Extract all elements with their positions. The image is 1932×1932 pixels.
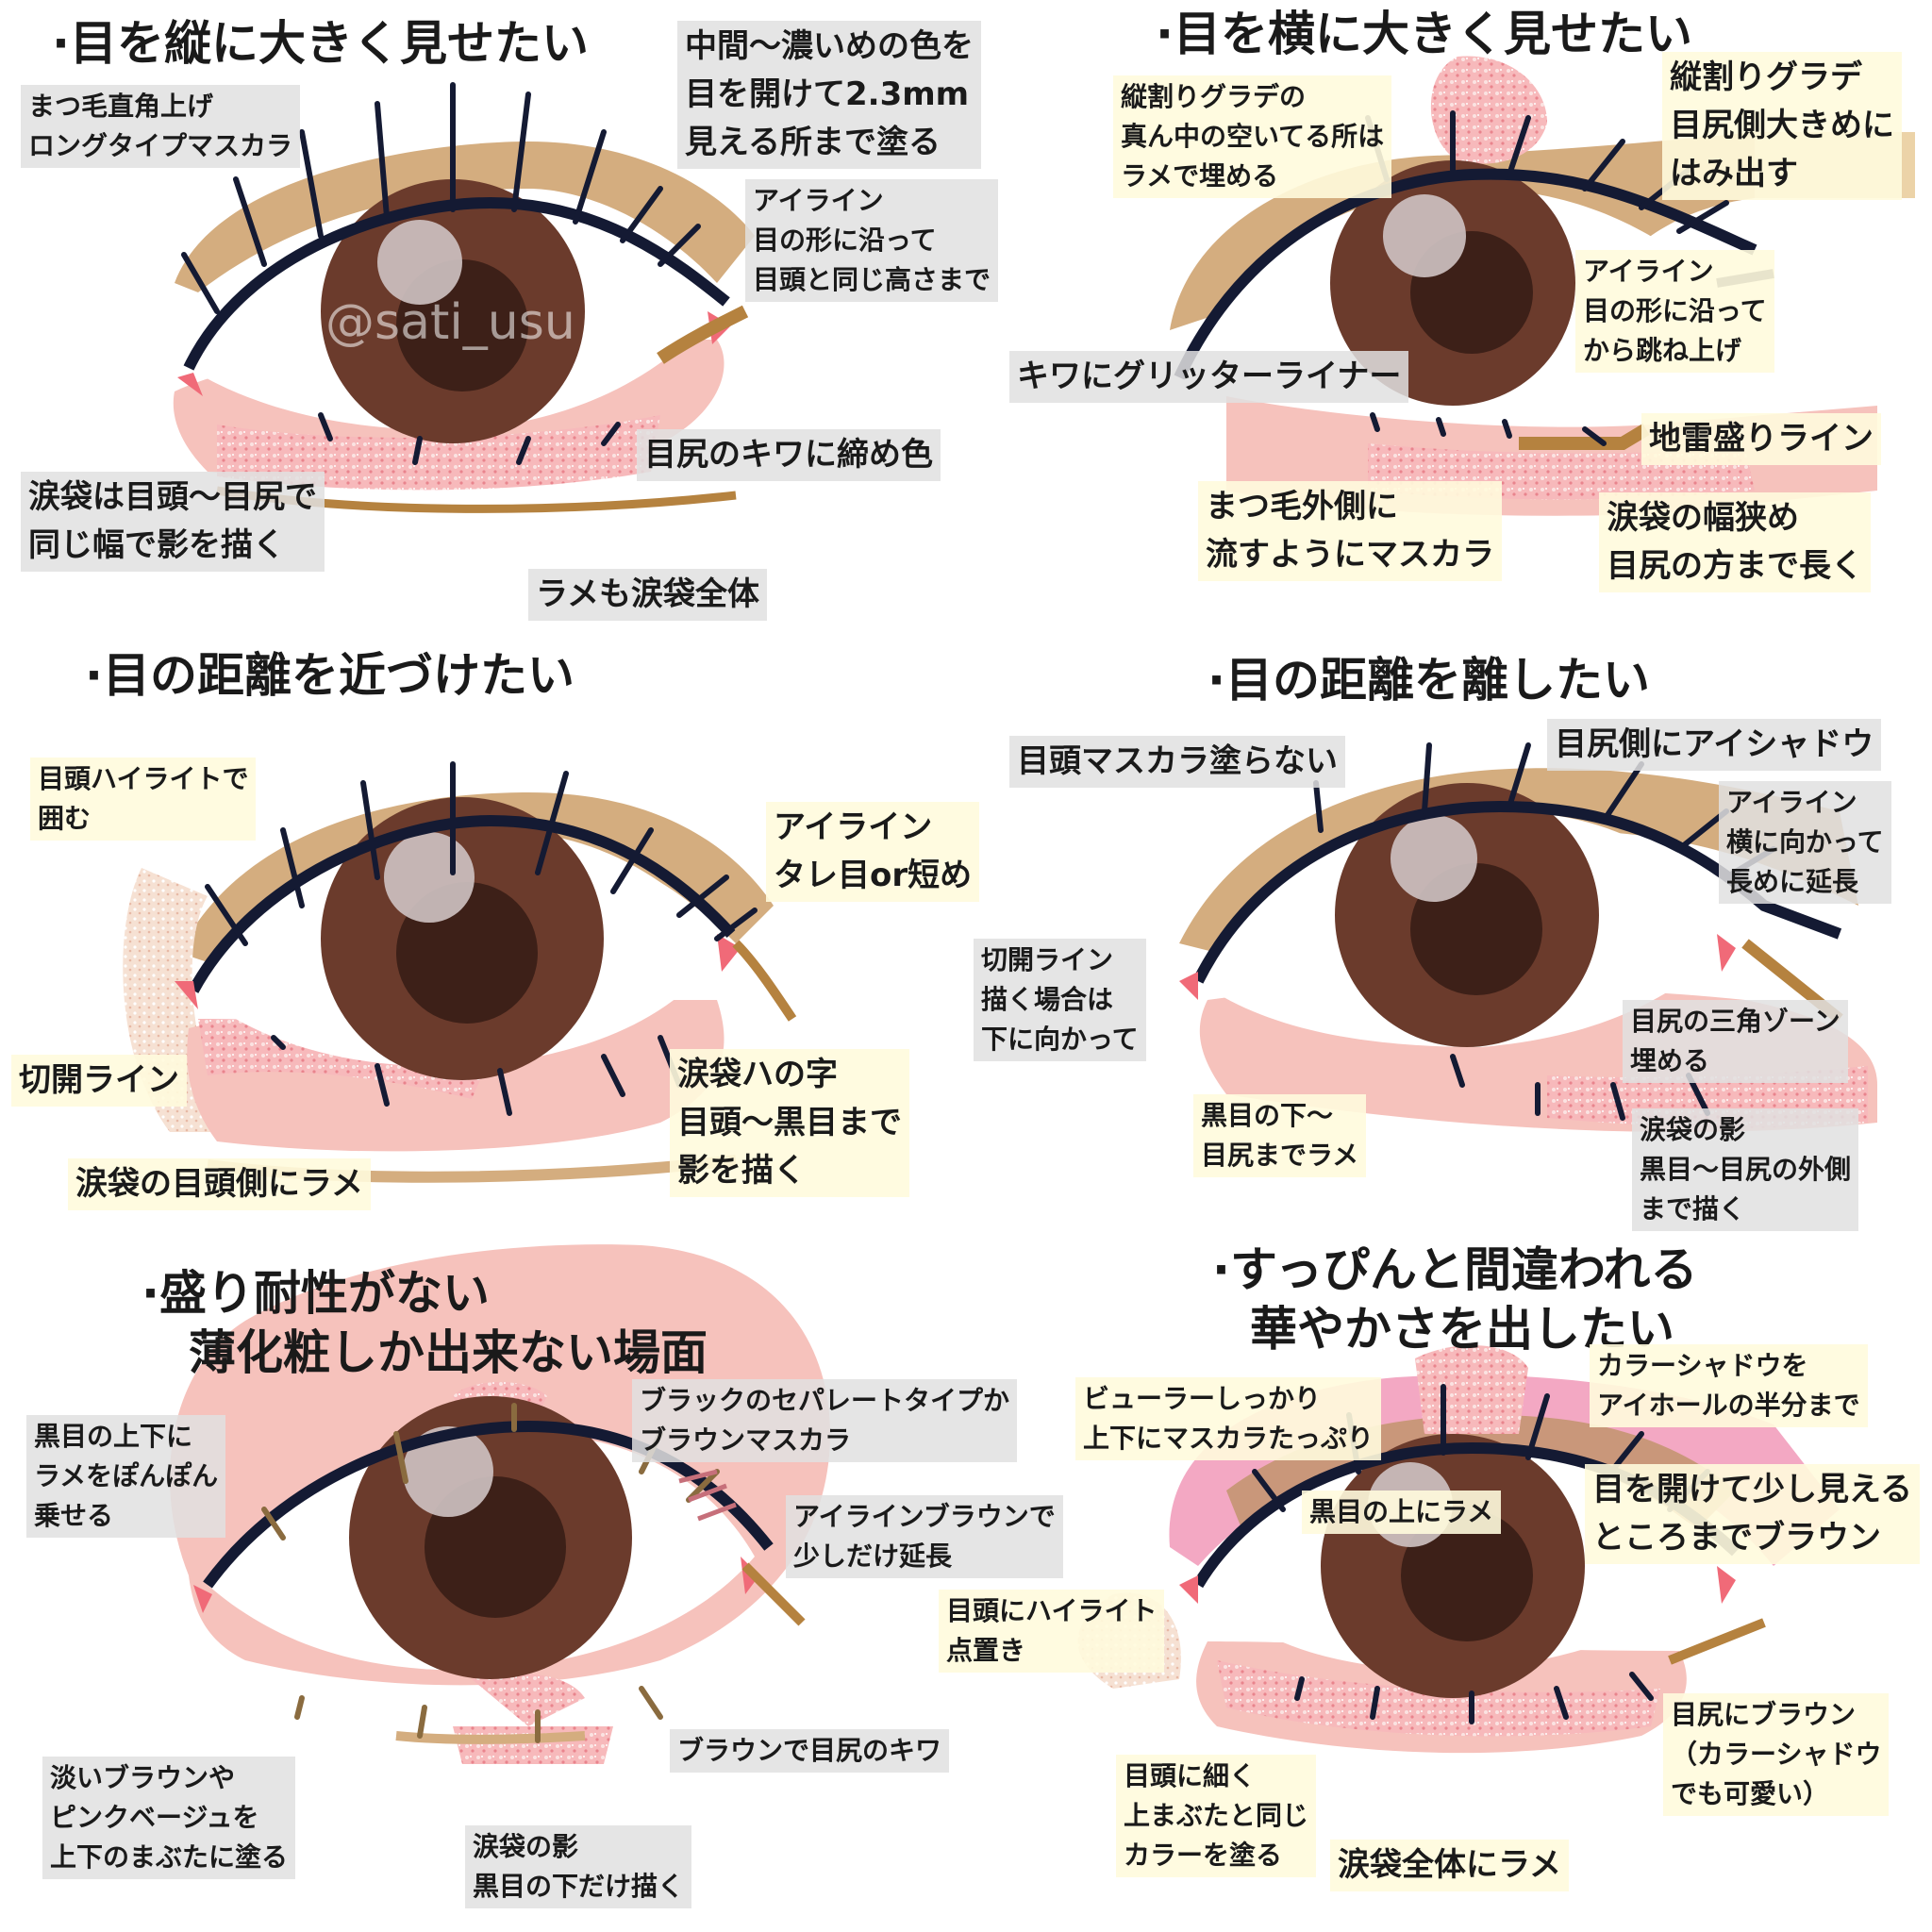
panel-5-label-glitter: 黒目の上下にラメをぽんぽん乗せる [26,1415,226,1538]
watermark: @sati_usu [325,294,575,351]
panel-2-label-tear-bag: 涙袋の幅狭め目尻の方まで長く [1599,492,1871,592]
panel-4-label-glitter: 黒目の下〜目尻までラメ [1193,1094,1367,1177]
panel-5-label-eyeliner: アイラインブラウンで少しだけ延長 [786,1495,1063,1578]
panel-6-label-highlight: 目頭にハイライト点置き [939,1590,1165,1673]
panel-5-title: ·盛り耐性がない薄化粧しか出来ない場面 [142,1266,708,1380]
panel-5-label-tear-bag-shadow: 涙袋の影黒目の下だけ描く [465,1825,692,1908]
panel-3-title: ·目の距離を近づけたい [85,648,575,703]
panel-4-label-incision-line: 切開ライン描く場合は下に向かって [974,939,1146,1061]
panel-1-label-tear-bag: 涙袋は目頭〜目尻で同じ幅で影を描く [21,472,325,572]
panel-6-label-glitter-top: 黒目の上にラメ [1302,1491,1502,1534]
panel-6-label-brown: 目を開けて少し見えるところまでブラウン [1585,1464,1920,1564]
panel-6-label-tear-bag-glitter: 涙袋全体にラメ [1330,1840,1569,1891]
panel-4-title: ·目の距離を離したい [1208,653,1650,708]
panel-2-title: ·目を横に大きく見せたい [1156,7,1692,61]
panel-1-label-outer-corner: 目尻のキワに締め色 [637,429,941,481]
panel-2-label-jirai-line: 地雷盛りライン [1641,413,1881,465]
panel-6-label-color-shadow: カラーシャドウをアイホールの半分まで [1590,1344,1868,1427]
panel-1-label-glitter: ラメも涙袋全体 [528,569,767,621]
panel-4-label-eyeshadow: 目尻側にアイシャドウ [1547,719,1882,771]
panel-4-label-triangle-zone: 目尻の三角ゾーン埋める [1623,1000,1848,1083]
panel-4-label-eyeliner: アイライン横に向かって長めに延長 [1719,781,1891,904]
panel-3-label-glitter: 涙袋の目頭側にラメ [68,1158,371,1210]
panel-3-label-incision-line: 切開ライン [11,1055,187,1107]
eye-panel-natural [170,1244,830,1764]
panel-3-label-tear-bag: 涙袋ハの字目頭〜黒目まで影を描く [670,1049,909,1197]
panel-6-label-mascara: ビューラーしっかり上下にマスカラたっぷり [1075,1377,1382,1460]
panel-3-label-eyeliner: アイラインタレ目or短め [766,802,980,902]
panel-2-label-gradient-outer: 縦割りグラデ目尻側大きめにはみ出す [1662,52,1902,200]
panel-1-label-eyeliner: アイライン目の形に沿って目頭と同じ高さまで [745,179,999,302]
panel-4-label-no-mascara: 目頭マスカラ塗らない [1009,736,1345,788]
panel-5-label-outer-corner: ブラウンで目尻のキワ [670,1729,950,1773]
panel-1-label-mascara: まつ毛直角上げロングタイプマスカラ [21,85,301,168]
panel-5-label-mascara: ブラックのセパレートタイプかブラウンマスカラ [632,1379,1018,1462]
eye-panel-closer [123,761,797,1183]
panel-5-label-lid-color: 淡いブラウンやピンクベージュを上下のまぶたに塗る [42,1757,296,1879]
eye-panel-vertical [173,82,755,513]
panel-4-label-tear-bag-shadow: 涙袋の影黒目〜目尻の外側まで描く [1632,1108,1859,1231]
panel-2-label-eyeliner: アイライン目の形に沿ってから跳ね上げ [1575,250,1774,373]
panel-2-label-glitter-liner: キワにグリッターライナー [1009,351,1409,403]
panel-6-label-inner-color: 目頭に細く上まぶたと同じカラーを塗る [1116,1755,1317,1877]
panel-3-label-highlight: 目頭ハイライトで囲む [30,758,257,841]
panel-6-title: ·すっぴんと間違われる華やかさを出したい [1212,1242,1698,1357]
panel-6-label-outer-brown: 目尻にブラウン（カラーシャドウでも可愛い） [1663,1693,1890,1816]
panel-2-label-gradient-center: 縦割りグラデの真ん中の空いてる所はラメで埋める [1113,75,1392,198]
panel-2-label-mascara: まつ毛外側に流すようにマスカラ [1198,481,1502,581]
panel-1-title: ·目を縦に大きく見せたい [52,16,589,71]
